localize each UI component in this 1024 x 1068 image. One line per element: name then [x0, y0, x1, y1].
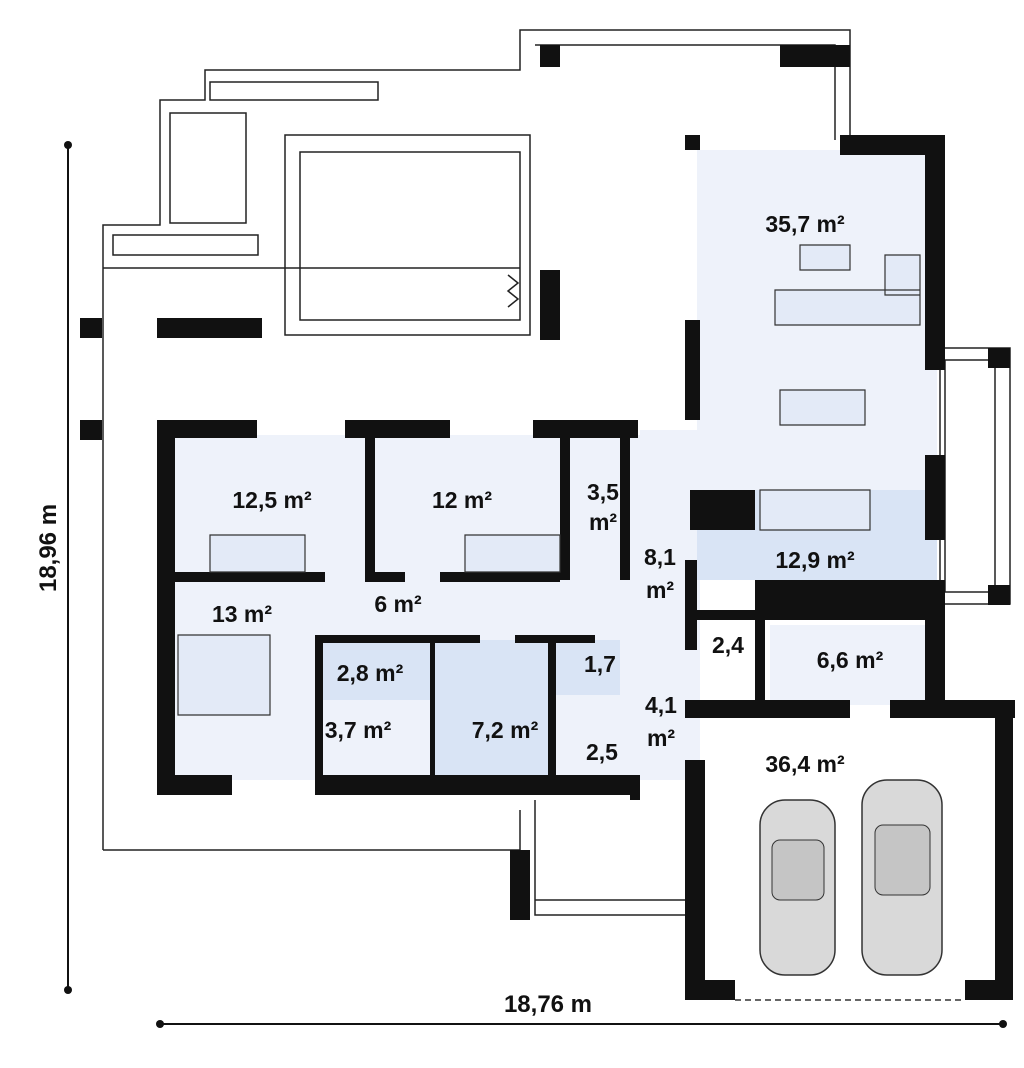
room-label-living: 35,7 m² [765, 211, 845, 237]
dimension-width: 18,76 m [156, 991, 1007, 1028]
room-label-garage: 36,4 m² [765, 751, 845, 777]
car-icon [759, 799, 836, 976]
room-label-bedroom1: 12,5 m² [232, 487, 312, 513]
furniture [177, 244, 921, 716]
room-label-wardrobe: 3,5 [587, 479, 619, 505]
room-label-ensuite: 2,8 m² [337, 660, 404, 686]
room-label-master: 13 m² [212, 601, 272, 627]
room-label-hall-unit: m² [646, 577, 674, 603]
room-label-wc: 1,7 [584, 651, 616, 677]
room-label-wardrobe-unit: m² [589, 509, 617, 535]
room-label-hall: 8,1 [644, 544, 676, 570]
room-label-bedroom2: 12 m² [432, 487, 492, 513]
room-label-utility: 6,6 m² [817, 647, 884, 673]
room-label-kitchen: 12,9 m² [775, 547, 855, 573]
dimension-height: 18,96 m [35, 141, 72, 994]
room-label-entry: 4,1 [645, 692, 677, 718]
floor-main [173, 150, 937, 780]
room-label-closet: 2,5 [586, 739, 618, 765]
room-label-dressing: 3,7 m² [325, 717, 392, 743]
width-dimension-label: 18,76 m [504, 991, 592, 1018]
height-dimension-label: 18,96 m [35, 504, 62, 592]
pool [284, 134, 531, 336]
room-label-bathroom: 7,2 m² [472, 717, 539, 743]
room-label-pantry: 2,4 [712, 632, 744, 658]
floor-wet-rooms [320, 490, 937, 775]
room-label-entry-unit: m² [647, 725, 675, 751]
room-label-corridor: 6 m² [374, 591, 422, 617]
room-labels: 35,7 m² 12,9 m² 12,5 m² 12 m² 3,5 m² 8,1 m² 13 m… [212, 211, 884, 777]
car-icon [861, 779, 943, 976]
walls [80, 45, 1015, 1000]
